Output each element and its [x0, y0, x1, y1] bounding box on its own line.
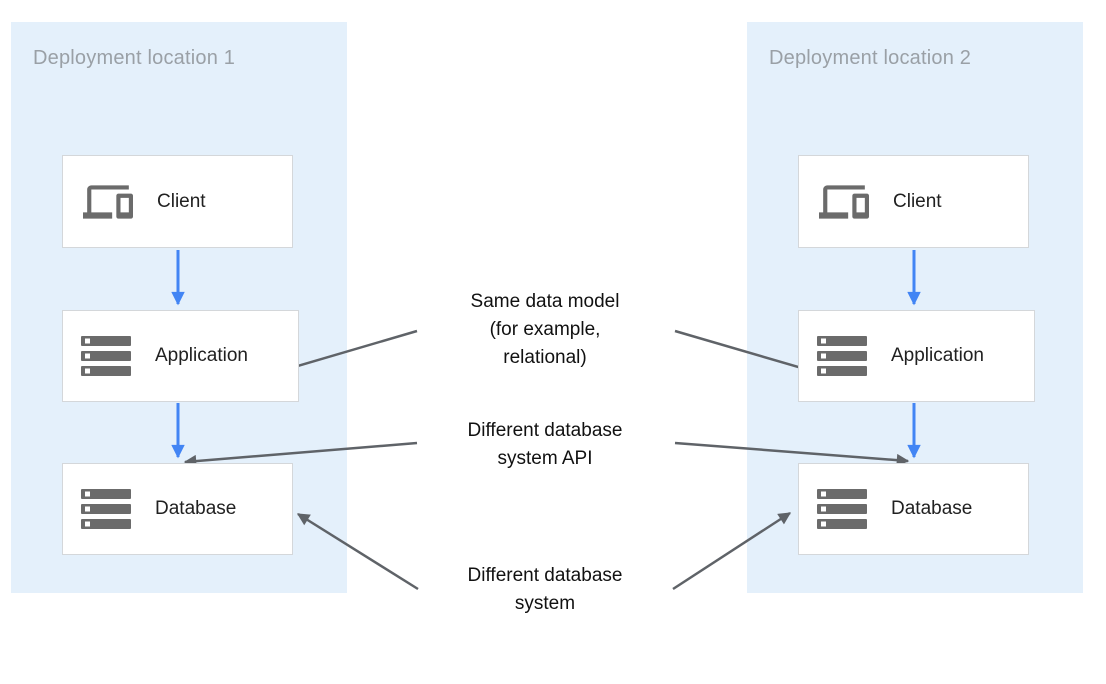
- server-stack-icon: [817, 489, 869, 529]
- node-label: Client: [893, 190, 942, 212]
- node-label: Database: [155, 498, 237, 519]
- annotation-line: Different database: [467, 420, 623, 441]
- application-node-1: Application: [62, 310, 299, 402]
- node-label: Database: [891, 498, 973, 519]
- database-node-2: Database: [798, 463, 1029, 555]
- annotation-line: Same data model: [470, 291, 620, 312]
- annotation-different-database-system-api: Different database system API: [415, 417, 675, 473]
- devices-icon: [81, 177, 135, 227]
- annotation-different-database-system: Different database system: [415, 562, 675, 618]
- client-node-1: Client: [62, 155, 293, 248]
- client-node-2: Client: [798, 155, 1029, 248]
- node-label: Client: [157, 190, 206, 212]
- annotation-line: system: [514, 593, 576, 614]
- panel-title: Deployment location 1: [33, 47, 236, 69]
- node-label: Application: [891, 345, 984, 366]
- server-stack-icon: [81, 489, 133, 529]
- panel-title: Deployment location 2: [769, 47, 972, 69]
- devices-icon: [817, 177, 871, 227]
- annotation-line: system API: [497, 448, 593, 469]
- database-node-1: Database: [62, 463, 293, 555]
- server-stack-icon: [81, 336, 133, 376]
- server-stack-icon: [817, 336, 869, 376]
- annotation-line: Different database: [467, 565, 623, 586]
- annotation-same-data-model: Same data model (for example, relational…: [415, 288, 675, 372]
- application-node-2: Application: [798, 310, 1035, 402]
- annotation-line: (for example,: [489, 319, 601, 340]
- node-label: Application: [155, 345, 248, 366]
- annotation-line: relational): [503, 347, 587, 368]
